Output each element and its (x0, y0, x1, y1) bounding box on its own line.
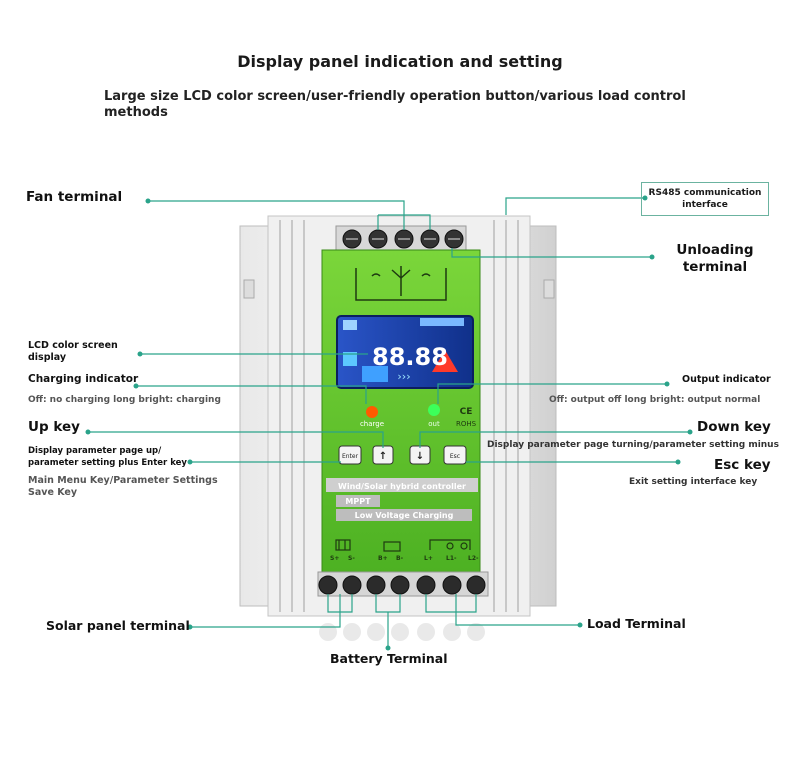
svg-text:MPPT: MPPT (345, 497, 371, 506)
output-indicator-desc: Off: output off long bright: output norm… (549, 395, 761, 405)
svg-text:L+: L+ (424, 555, 433, 562)
ce-mark: CE (460, 407, 473, 417)
svg-text:S-: S- (348, 555, 355, 562)
load-terminal-label: Load Terminal (587, 616, 686, 631)
rs485-label: RS485 communication interface (641, 182, 769, 216)
down-arrow-icon: ↓ (416, 451, 424, 462)
svg-text:›››: ››› (397, 370, 410, 383)
esc-key-desc: Exit setting interface key (629, 477, 758, 487)
wind-turbine-diagram (355, 266, 447, 301)
terminal-icons (335, 539, 471, 552)
up-button[interactable]: ↑ (372, 445, 394, 465)
esc-key-label: Esc key (714, 457, 771, 473)
enter-button[interactable]: Enter (338, 445, 362, 465)
fan-terminal-label: Fan terminal (26, 189, 123, 205)
svg-text:S+: S+ (330, 555, 339, 562)
page-title: Display panel indication and setting (237, 52, 563, 71)
esc-button[interactable]: Esc (443, 445, 467, 465)
svg-text:Low Voltage Charging: Low Voltage Charging (355, 511, 454, 520)
controller-name-strip (326, 478, 478, 492)
solar-panel-terminal-label: Solar panel terminal (46, 618, 190, 633)
charge-led (366, 406, 378, 418)
rohs-mark: ROHS (456, 420, 477, 428)
down-button[interactable]: ↓ (409, 445, 431, 465)
controller-name: Wind/Solar hybrid controller (338, 482, 466, 491)
out-led (428, 404, 440, 416)
down-key-label: Down key (697, 419, 771, 435)
up-key-label: Up key (28, 419, 80, 435)
top-terminal-block (335, 225, 467, 253)
terminal-labels: S+ S- B+ B- L+ L1- L2- (330, 555, 479, 562)
charge-led-label: charge (360, 420, 384, 428)
lcd-display-label: LCD color screen display (28, 340, 118, 363)
charging-indicator-desc: Off: no charging long bright: charging (28, 395, 221, 405)
out-led-label: out (428, 420, 440, 428)
lcd-digits: 88.88 (372, 343, 448, 371)
down-key-desc: Display parameter page turning/parameter… (487, 440, 779, 450)
page-subtitle: Large size LCD color screen/user-friendl… (104, 89, 686, 120)
output-indicator-label: Output indicator (682, 374, 771, 385)
svg-text:B-: B- (396, 555, 404, 562)
svg-text:L2-: L2- (468, 555, 479, 562)
enter-key-desc: Main Menu Key/Parameter Settings Save Ke… (28, 475, 218, 498)
up-arrow-icon: ↑ (379, 451, 387, 462)
up-key-desc: Display parameter page up/ parameter set… (28, 446, 187, 468)
front-panel (321, 249, 481, 581)
battery-terminal-label: Battery Terminal (330, 651, 448, 666)
mppt-badge (336, 495, 380, 507)
bottom-terminal-block (317, 571, 489, 641)
leader-dots (85, 195, 693, 651)
svg-text:L1-: L1- (446, 555, 457, 562)
low-voltage-badge (336, 509, 472, 521)
leader-lines (88, 197, 690, 648)
charging-indicator-label: Charging indicator (28, 373, 139, 385)
svg-text:Enter: Enter (342, 453, 359, 460)
svg-text:B+: B+ (378, 555, 388, 562)
unloading-terminal-label: Unloading terminal (676, 242, 754, 275)
lcd-screen: 88.88 ››› (336, 315, 474, 389)
svg-text:Esc: Esc (450, 453, 460, 460)
